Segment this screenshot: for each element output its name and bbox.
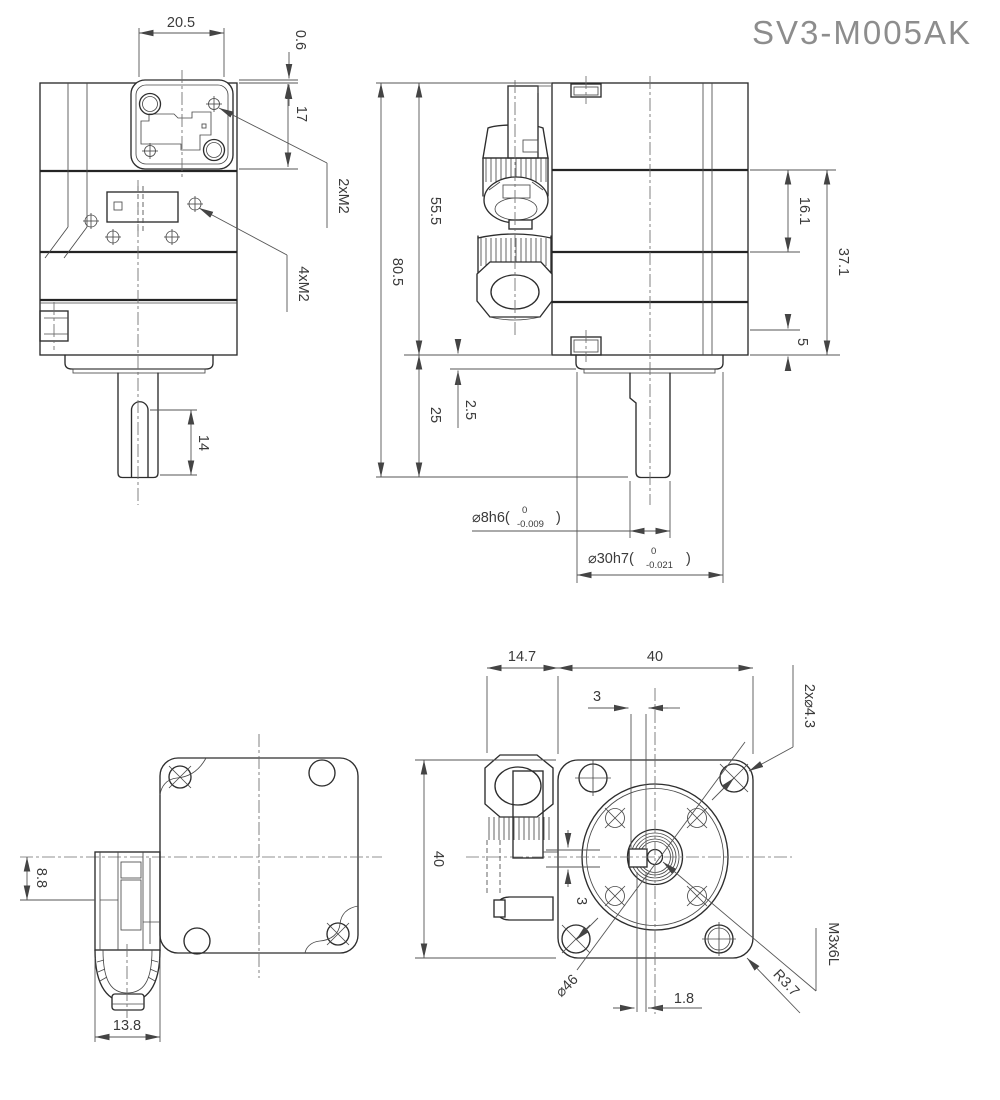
label-pilot-diameter: ⌀30h7( 0 -0.021 ) <box>588 546 691 571</box>
svg-text:-0.021: -0.021 <box>646 560 673 571</box>
dim-3-left: 3 <box>573 897 589 905</box>
face-view-connector <box>484 754 558 921</box>
label-bolt-circle: ⌀46 <box>553 972 582 1001</box>
front-view-dimensions: 80.5 55.5 25 2.5 16.1 37.1 5 <box>376 82 851 583</box>
label-shaft-tap: M3x6L <box>825 922 841 966</box>
label-2xM2: 2xM2 <box>335 178 351 213</box>
svg-text:): ) <box>686 551 691 567</box>
top-view: 8.8 13.8 <box>20 734 382 1042</box>
side-view-flange-shaft <box>64 180 214 505</box>
drawing-title: SV3-M005AK <box>752 14 972 51</box>
front-view-cable-glands <box>476 80 553 338</box>
label-4xM2: 4xM2 <box>295 266 311 301</box>
svg-text:-0.009: -0.009 <box>517 519 544 530</box>
dim-40-left: 40 <box>430 851 446 867</box>
svg-text:0: 0 <box>651 546 656 557</box>
top-view-dimensions: 8.8 13.8 <box>20 857 161 1042</box>
svg-text:0: 0 <box>522 505 527 516</box>
front-view-flange-shaft <box>575 76 724 505</box>
face-view-pilot-and-hub <box>466 688 792 1014</box>
front-view: 80.5 55.5 25 2.5 16.1 37.1 5 <box>376 76 851 583</box>
side-view: 20.5 0.6 17 2xM2 4xM2 14 <box>39 15 351 505</box>
svg-text:⌀8h6(: ⌀8h6( <box>472 510 510 526</box>
side-view-dimensions: 20.5 0.6 17 2xM2 4xM2 14 <box>138 15 351 476</box>
dim-40-top: 40 <box>647 649 663 665</box>
dim-2-5: 2.5 <box>462 400 478 420</box>
label-shaft-diameter: ⌀8h6( 0 -0.009 ) <box>472 505 561 530</box>
label-corner-radius: R3.7 <box>770 967 803 1000</box>
svg-text:): ) <box>556 510 561 526</box>
dim-13-8: 13.8 <box>113 1018 141 1034</box>
label-corner-holes: 2x⌀4.3 <box>801 684 817 728</box>
dim-14-7: 14.7 <box>508 649 536 665</box>
face-view: 14.7 40 3 40 3 1.8 <box>415 649 841 1014</box>
dim-8-8: 8.8 <box>33 868 49 888</box>
svg-text:⌀30h7(: ⌀30h7( <box>588 551 634 567</box>
side-view-body <box>39 82 238 356</box>
side-view-face-features <box>83 186 203 245</box>
dim-25: 25 <box>427 407 443 423</box>
dim-1-8: 1.8 <box>674 991 694 1007</box>
dim-14: 14 <box>195 435 211 451</box>
dim-5: 5 <box>794 338 810 346</box>
side-view-encoder-connector <box>130 70 234 177</box>
dim-16-1: 16.1 <box>796 197 812 225</box>
dim-0-6: 0.6 <box>292 30 308 50</box>
dim-55-5: 55.5 <box>427 197 443 225</box>
top-view-connector <box>94 851 161 1018</box>
face-view-flange <box>557 759 754 959</box>
dim-80-5: 80.5 <box>389 258 405 286</box>
top-view-body <box>20 734 382 978</box>
dim-37-1: 37.1 <box>835 248 851 276</box>
dim-20-5: 20.5 <box>167 15 195 31</box>
dim-3-top: 3 <box>593 689 601 705</box>
dim-17: 17 <box>293 106 309 122</box>
